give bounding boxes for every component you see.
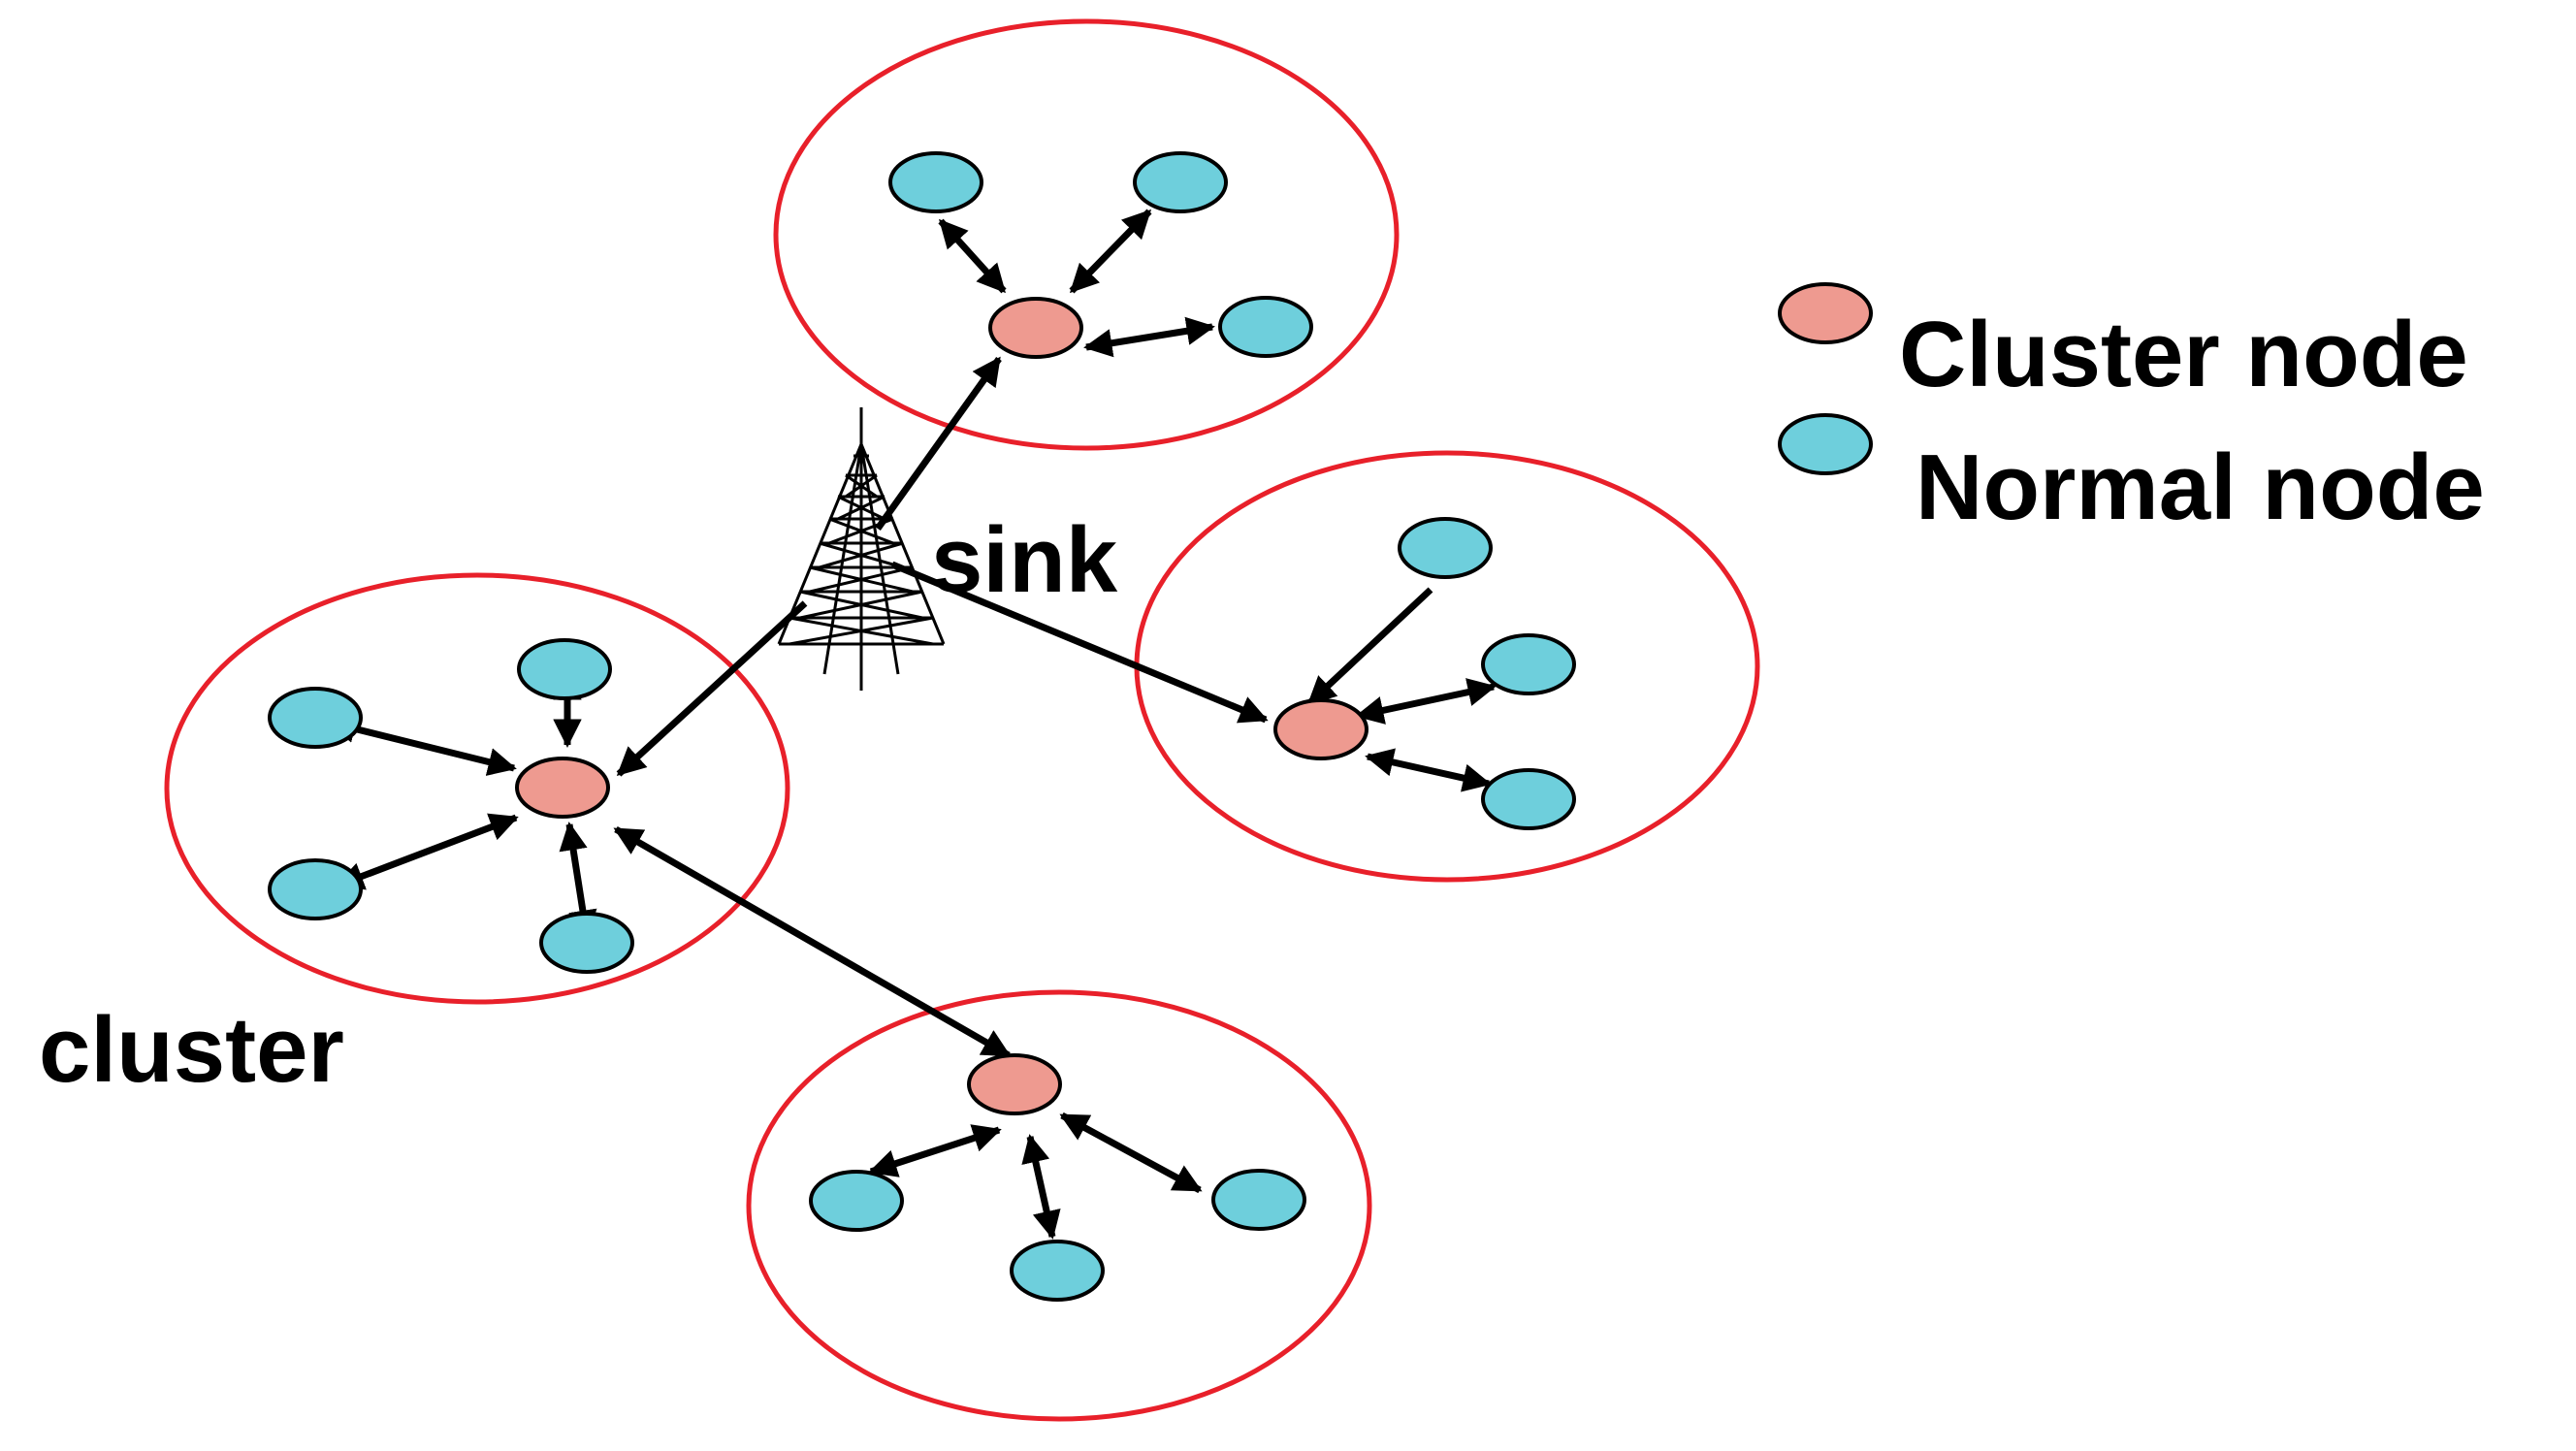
link-sink-left	[616, 600, 808, 777]
normal-node	[1010, 1240, 1105, 1302]
radio-tower-icon	[777, 407, 946, 691]
cluster-boundary-top	[773, 18, 1400, 451]
link-right-3	[1365, 748, 1492, 792]
link-sink-top	[875, 356, 1002, 532]
normal-node	[1481, 768, 1576, 830]
normal-node	[517, 638, 612, 700]
normal-node	[1218, 296, 1313, 358]
link-left-bottom	[613, 825, 1012, 1059]
link-bottom-2	[1021, 1134, 1061, 1240]
normal-node	[1398, 517, 1493, 579]
cluster-boundary-right	[1134, 450, 1760, 883]
link-left-3	[335, 813, 519, 890]
legend-normal-node-swatch	[1778, 413, 1873, 475]
cluster-boundary-left	[164, 572, 790, 1005]
normal-node	[888, 151, 983, 213]
normal-node	[1481, 633, 1576, 695]
cluster-head-left	[515, 757, 610, 819]
normal-node	[539, 912, 634, 974]
link-right-1	[1306, 587, 1433, 706]
cluster-head-top	[988, 297, 1083, 359]
normal-node	[1211, 1169, 1306, 1231]
link-bottom-3	[1059, 1112, 1203, 1194]
legend-cluster-node-label: Cluster node	[1899, 303, 2468, 406]
cluster-head-right	[1273, 698, 1368, 760]
link-sink-right	[890, 561, 1269, 724]
normal-node	[268, 858, 363, 920]
link-left-2	[327, 715, 517, 776]
cluster-label: cluster	[39, 998, 344, 1102]
cluster-boundary-bottom	[746, 989, 1372, 1422]
link-top-3	[1083, 316, 1215, 358]
normal-node	[268, 687, 363, 749]
link-right-2	[1355, 678, 1497, 725]
link-bottom-1	[868, 1124, 1002, 1177]
link-top-1	[938, 218, 1007, 294]
sink-label: sink	[931, 508, 1118, 612]
cluster-head-bottom	[967, 1053, 1062, 1115]
normal-node	[809, 1170, 904, 1232]
legend-normal-node-label: Normal node	[1916, 435, 2485, 539]
normal-node	[1133, 151, 1228, 213]
legend-cluster-node-swatch	[1778, 282, 1873, 344]
link-top-2	[1069, 209, 1152, 294]
